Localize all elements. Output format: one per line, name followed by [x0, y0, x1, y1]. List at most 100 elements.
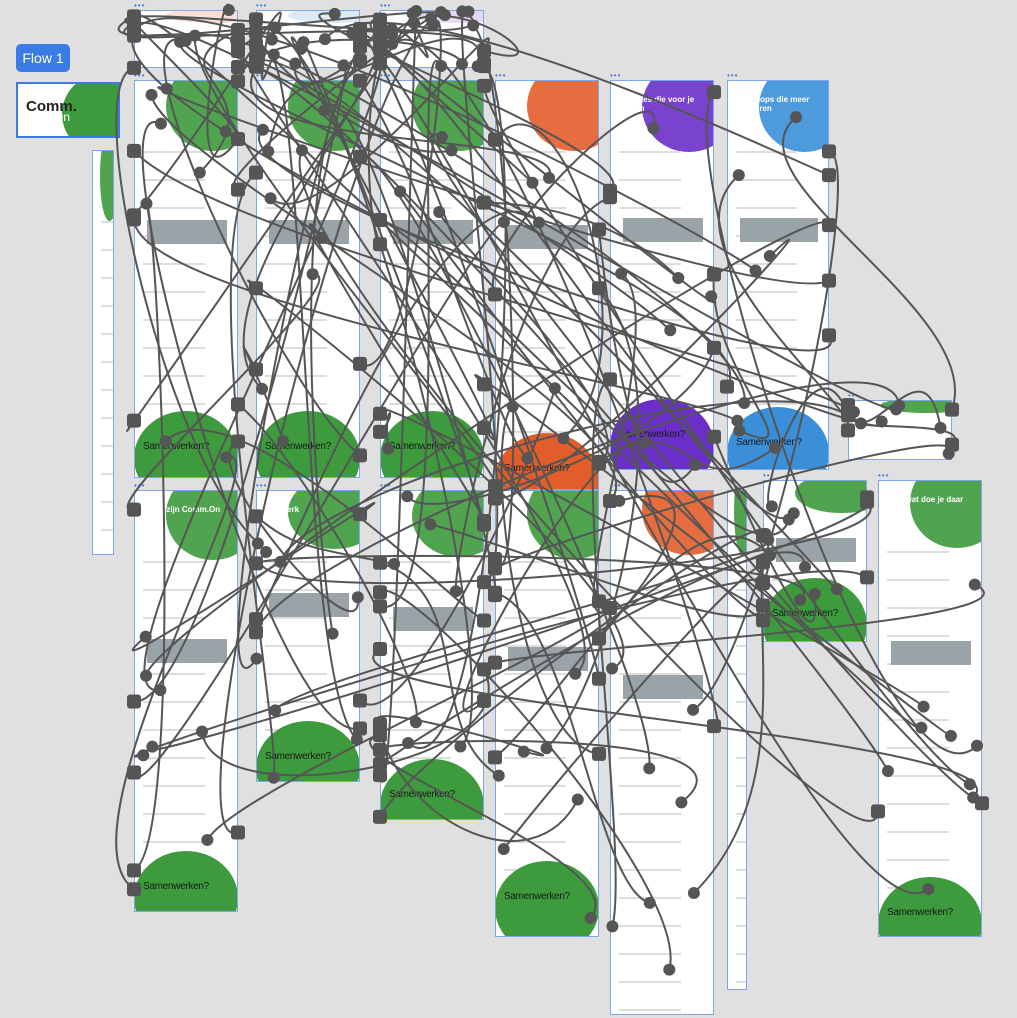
connection-line[interactable]: [255, 515, 395, 565]
connection-arrow-icon[interactable]: [249, 51, 263, 66]
connection-handle[interactable]: [569, 667, 582, 680]
connection-handle[interactable]: [643, 762, 656, 775]
connection-handle[interactable]: [409, 716, 422, 729]
connection-line[interactable]: [438, 211, 609, 465]
connection-line[interactable]: [474, 374, 952, 737]
connection-arrow-icon[interactable]: [373, 18, 387, 33]
connection-handle[interactable]: [219, 125, 232, 138]
connection-handle[interactable]: [643, 896, 656, 909]
connection-handle[interactable]: [193, 166, 206, 179]
connection-arrow-icon[interactable]: [592, 222, 606, 237]
connection-handle[interactable]: [497, 215, 510, 228]
connection-arrow-icon[interactable]: [127, 208, 141, 223]
connection-handle[interactable]: [613, 494, 626, 507]
connection-line[interactable]: [318, 12, 615, 192]
connection-arrow-icon[interactable]: [373, 756, 387, 771]
connection-handle[interactable]: [732, 169, 745, 182]
connection-arrow-icon[interactable]: [477, 43, 491, 58]
connection-arrow-icon[interactable]: [477, 56, 491, 71]
connection-line[interactable]: [255, 61, 671, 332]
connection-arrow-icon[interactable]: [707, 429, 721, 444]
connection-line[interactable]: [163, 38, 361, 457]
connection-arrow-icon[interactable]: [860, 490, 874, 505]
connection-line[interactable]: [692, 150, 839, 711]
connection-arrow-icon[interactable]: [592, 281, 606, 296]
connection-handle[interactable]: [917, 700, 930, 713]
connection-arrow-icon[interactable]: [488, 655, 502, 670]
connection-line[interactable]: [782, 116, 956, 410]
connection-handle[interactable]: [517, 745, 530, 758]
connection-line[interactable]: [279, 400, 849, 563]
connection-arrow-icon[interactable]: [822, 218, 836, 233]
connection-arrow-icon[interactable]: [249, 12, 263, 27]
connection-arrow-icon[interactable]: [707, 719, 721, 734]
connection-handle[interactable]: [201, 833, 214, 846]
start-frame[interactable]: Comm. On: [16, 82, 120, 138]
connection-handle[interactable]: [351, 591, 364, 604]
connection-arrow-icon[interactable]: [231, 434, 245, 449]
connection-arrow-icon[interactable]: [373, 56, 387, 71]
connection-arrow-icon[interactable]: [477, 613, 491, 628]
connection-handle[interactable]: [934, 421, 947, 434]
connection-handle[interactable]: [256, 123, 269, 136]
connection-handle[interactable]: [798, 561, 811, 574]
connection-arrow-icon[interactable]: [477, 662, 491, 677]
connection-line[interactable]: [379, 589, 672, 970]
connection-arrow-icon[interactable]: [488, 287, 502, 302]
connection-line[interactable]: [359, 20, 442, 367]
connection-line[interactable]: [372, 648, 978, 799]
connection-line[interactable]: [494, 123, 604, 440]
connection-handle[interactable]: [915, 721, 928, 734]
connection-handle[interactable]: [763, 249, 776, 262]
connection-handle[interactable]: [262, 145, 275, 158]
connection-handle[interactable]: [326, 627, 339, 640]
connection-arrow-icon[interactable]: [373, 555, 387, 570]
connection-handle[interactable]: [689, 458, 702, 471]
connection-arrow-icon[interactable]: [127, 143, 141, 158]
connection-handle[interactable]: [526, 176, 539, 189]
connection-line[interactable]: [545, 287, 640, 750]
connection-handle[interactable]: [584, 912, 597, 925]
connection-handle[interactable]: [968, 578, 981, 591]
connection-handle[interactable]: [875, 415, 888, 428]
connection-handle[interactable]: [265, 33, 278, 46]
connection-line[interactable]: [233, 17, 432, 191]
screen-frame[interactable]: [92, 150, 114, 555]
connection-line[interactable]: [237, 46, 361, 670]
connection-arrow-icon[interactable]: [822, 328, 836, 343]
connection-handle[interactable]: [794, 593, 807, 606]
connection-arrow-icon[interactable]: [841, 423, 855, 438]
connection-line[interactable]: [229, 171, 276, 779]
connection-arrow-icon[interactable]: [756, 576, 770, 591]
connection-line[interactable]: [406, 347, 715, 505]
connection-handle[interactable]: [492, 769, 505, 782]
connection-handle[interactable]: [543, 171, 556, 184]
connection-handle[interactable]: [250, 652, 263, 665]
connection-handle[interactable]: [454, 740, 467, 753]
connection-handle[interactable]: [222, 4, 235, 17]
connection-handle[interactable]: [675, 796, 688, 809]
connection-handle[interactable]: [406, 7, 419, 20]
connection-line[interactable]: [126, 273, 321, 511]
connection-handle[interactable]: [765, 500, 778, 513]
connection-arrow-icon[interactable]: [477, 514, 491, 529]
connection-arrow-icon[interactable]: [488, 750, 502, 765]
connection-line[interactable]: [193, 35, 497, 488]
connection-handle[interactable]: [687, 703, 700, 716]
connection-line[interactable]: [165, 428, 485, 622]
connection-line[interactable]: [228, 440, 359, 613]
connection-handle[interactable]: [456, 5, 469, 18]
connection-line[interactable]: [145, 221, 830, 676]
connection-handle[interactable]: [424, 518, 437, 531]
connection-handle[interactable]: [787, 507, 800, 520]
connection-line[interactable]: [133, 21, 897, 411]
connection-handle[interactable]: [749, 264, 762, 277]
connection-line[interactable]: [379, 22, 429, 64]
connection-line[interactable]: [133, 17, 757, 272]
connection-arrow-icon[interactable]: [707, 85, 721, 100]
connection-arrow-icon[interactable]: [127, 60, 141, 75]
connection-arrow-icon[interactable]: [231, 397, 245, 412]
connection-line[interactable]: [494, 591, 651, 904]
connection-line[interactable]: [359, 154, 651, 769]
connection-line[interactable]: [260, 501, 872, 585]
